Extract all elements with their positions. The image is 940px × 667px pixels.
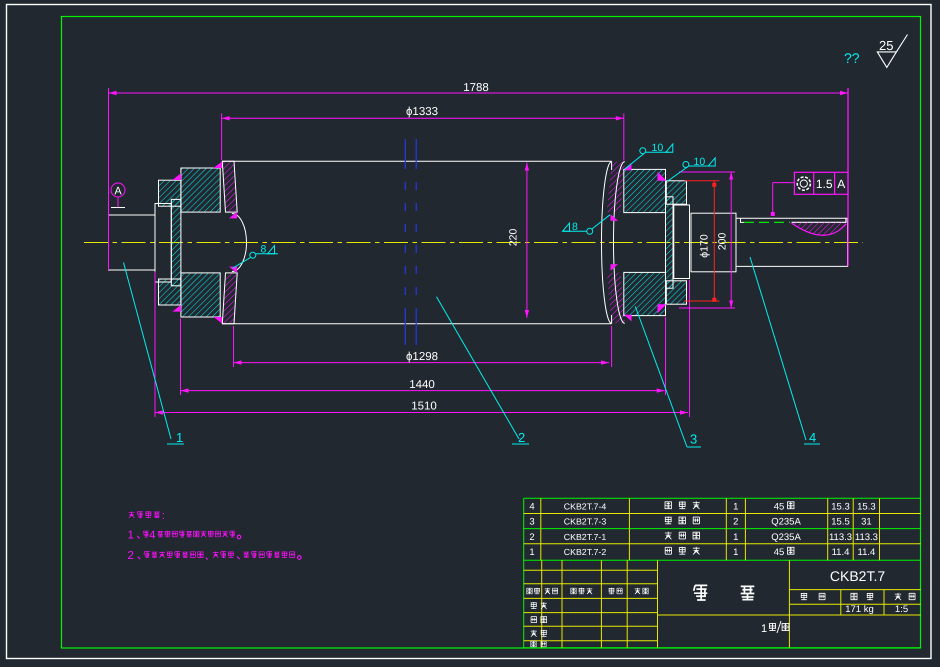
svg-text:1: 1 — [733, 532, 738, 543]
svg-text:2: 2 — [518, 430, 525, 445]
svg-text:A: A — [114, 186, 122, 198]
svg-text:3: 3 — [690, 432, 697, 447]
svg-text:3: 3 — [529, 517, 534, 528]
svg-text:171 kg: 171 kg — [845, 604, 874, 615]
svg-text:4: 4 — [149, 530, 156, 542]
svg-text:1: 1 — [733, 547, 738, 558]
svg-text:15.3: 15.3 — [831, 502, 850, 513]
svg-text:45: 45 — [774, 547, 785, 558]
svg-text::: : — [162, 510, 165, 522]
svg-text:ϕ170: ϕ170 — [698, 234, 710, 258]
svg-text:8: 8 — [572, 221, 578, 233]
svg-text:2: 2 — [733, 517, 738, 528]
svg-text:1: 1 — [529, 547, 534, 558]
svg-text:1:5: 1:5 — [895, 604, 908, 615]
svg-text:220: 220 — [508, 228, 520, 246]
svg-text:CKB2T.7-2: CKB2T.7-2 — [564, 547, 607, 557]
svg-text:200: 200 — [716, 232, 728, 250]
svg-text:11.4: 11.4 — [832, 547, 850, 558]
svg-text:10: 10 — [652, 142, 664, 154]
svg-text:1: 1 — [761, 623, 767, 635]
svg-text:??: ?? — [844, 50, 860, 66]
svg-text:2: 2 — [529, 532, 534, 543]
svg-text:1: 1 — [733, 502, 738, 513]
svg-text:CKB2T.7-3: CKB2T.7-3 — [564, 517, 607, 527]
svg-text:25: 25 — [879, 38, 893, 53]
svg-text:11.4: 11.4 — [858, 547, 876, 558]
svg-text:2: 2 — [128, 550, 134, 562]
svg-text:10: 10 — [694, 156, 706, 168]
svg-text:15.5: 15.5 — [831, 517, 850, 528]
svg-text:Q235A: Q235A — [771, 532, 801, 543]
svg-text:CKB2T.7-1: CKB2T.7-1 — [564, 532, 607, 542]
svg-text:CKB2T.7-4: CKB2T.7-4 — [564, 502, 607, 512]
svg-text:113.3: 113.3 — [829, 532, 852, 543]
svg-text:4: 4 — [809, 430, 816, 445]
svg-text:113.3: 113.3 — [855, 532, 878, 543]
svg-text:1440: 1440 — [409, 379, 435, 391]
svg-text:1: 1 — [176, 430, 183, 445]
svg-text:1510: 1510 — [411, 401, 437, 413]
svg-text:CKB2T.7: CKB2T.7 — [830, 568, 885, 584]
svg-text:Q235A: Q235A — [771, 517, 801, 528]
svg-text:4: 4 — [529, 502, 534, 513]
svg-text:31: 31 — [861, 517, 872, 528]
svg-text:ϕ1298: ϕ1298 — [406, 351, 438, 363]
svg-text:1788: 1788 — [463, 82, 489, 94]
svg-text:ϕ1333: ϕ1333 — [406, 106, 438, 118]
svg-text:15.3: 15.3 — [857, 502, 876, 513]
svg-text:1.5: 1.5 — [816, 177, 833, 191]
svg-text:8: 8 — [261, 244, 267, 256]
svg-text:A: A — [837, 177, 845, 191]
svg-text:45: 45 — [774, 502, 785, 513]
svg-text:1: 1 — [128, 530, 134, 542]
